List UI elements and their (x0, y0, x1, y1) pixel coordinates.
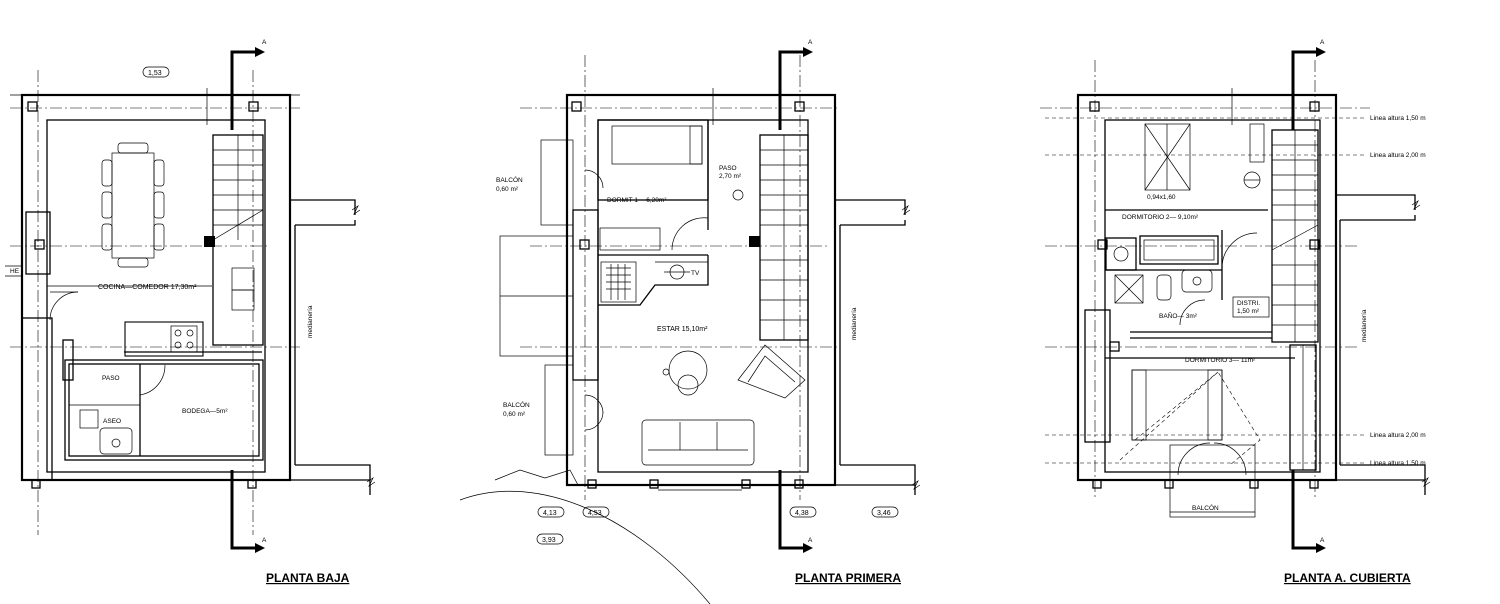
first-living-label: ESTAR 15,10m² (657, 326, 708, 333)
ground-partial-label: HE (10, 268, 20, 275)
attic-bath-label: BAÑO— 3m² (1159, 311, 1198, 320)
attic-distribution-label: DISTRI. (1237, 300, 1260, 307)
ground-toilet-label: ASEO (103, 418, 121, 425)
first-balcony-top-label: BALCÓN (496, 175, 523, 184)
attic-bedroom3-label: DORMITORIO 3— 11m² (1185, 357, 1256, 364)
first-balcony-bottom-label: BALCÓN (503, 400, 530, 409)
attic-section-mark-bottom: A (1320, 537, 1325, 544)
attic-bedroom2-label: DORMITORIO 2— 9,10m² (1122, 214, 1199, 221)
attic-floor-plan: Linea altura 1,50 m Linea altura 2,00 m … (1040, 39, 1431, 585)
attic-floor-title: PLANTA A. CUBIERTA (1284, 571, 1411, 585)
first-dimension-4: 3,46 (877, 510, 891, 517)
first-dimension-3: 4,38 (795, 510, 809, 517)
attic-distribution-area: 1,50 m² (1237, 308, 1260, 315)
first-passage-label: PASO (719, 165, 737, 172)
ground-floor-plan: medianería HE (5, 39, 376, 585)
first-dimension-5: 3,93 (542, 537, 556, 544)
first-bedroom1-label: DORMIT 1— 6,20m² (607, 197, 667, 204)
first-balcony-top-area: 0,60 m² (496, 186, 519, 193)
ground-top-dimension: 1,53 (148, 70, 162, 77)
ground-section-mark-top: A (262, 39, 267, 46)
attic-height-line-1: Linea altura 1,50 m (1370, 115, 1426, 122)
first-section-mark-bottom: A (808, 537, 813, 544)
ground-kitchen-dining-label: COCINA—COMEDOR 17,30m² (98, 284, 197, 291)
attic-height-line-2: Linea altura 2,00 m (1370, 152, 1426, 159)
first-passage-area: 2,70 m² (719, 173, 742, 180)
first-dimension-1: 4,13 (543, 510, 557, 517)
attic-height-line-4: Linea altura 1,50 m (1370, 460, 1426, 467)
ground-passage-label: PASO (102, 375, 120, 382)
attic-height-line-3: Linea altura 2,00 m (1370, 432, 1426, 439)
ground-party-wall-label: medianería (307, 305, 314, 338)
attic-balcony-label: BALCÓN (1192, 503, 1219, 512)
first-party-wall-label: medianería (851, 307, 858, 340)
attic-party-wall-label: medianería (1361, 309, 1368, 342)
attic-section-mark-top: A (1320, 39, 1325, 46)
ground-storage-label: BODEGA—5m² (182, 408, 228, 415)
first-dimension-2: 4,53 (588, 510, 602, 517)
first-balcony-bottom-area: 0,60 m² (503, 411, 526, 418)
ground-floor-title: PLANTA BAJA (266, 571, 350, 585)
attic-skylight-label: 0,94x1,60 (1147, 194, 1176, 201)
first-floor-plan: medianería BALCÓN 0,60 m² BALCÓN 0,60 m² (459, 39, 921, 604)
first-tv-label: TV (691, 270, 700, 277)
ground-section-mark-bottom: A (262, 537, 267, 544)
first-floor-title: PLANTA PRIMERA (795, 571, 901, 585)
first-section-mark-top: A (808, 39, 813, 46)
